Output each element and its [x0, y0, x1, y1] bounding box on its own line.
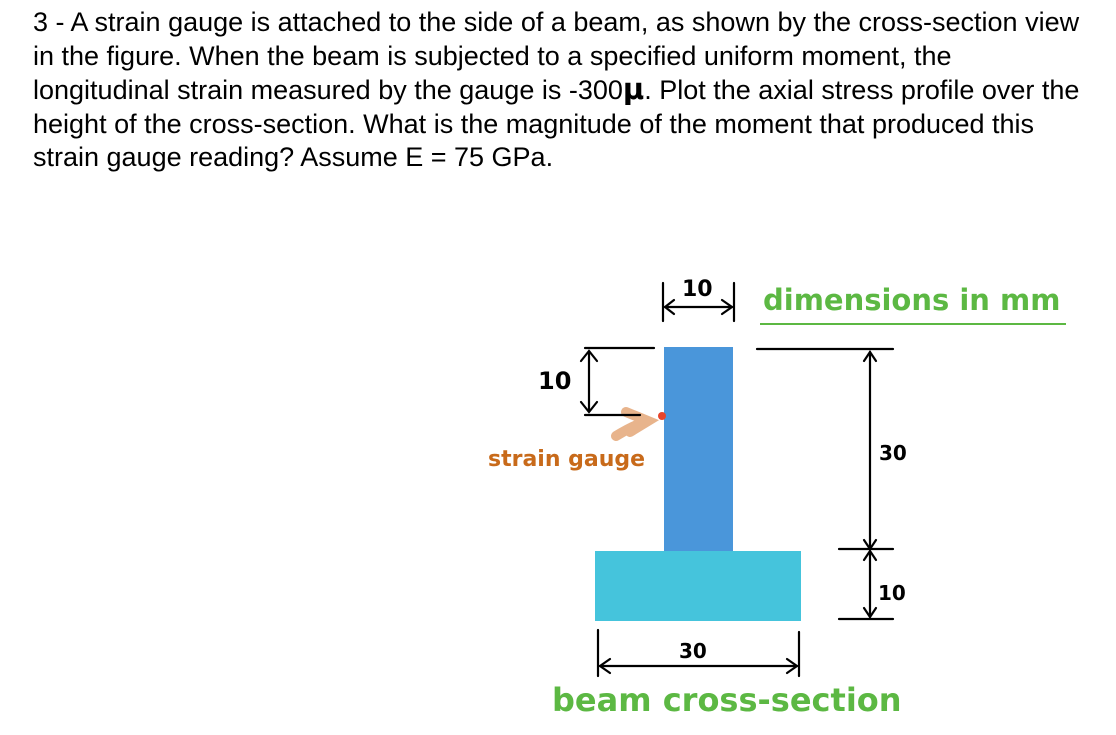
gauge-depth-dimension — [579, 349, 599, 414]
problem-text-part1: 3 - A strain gauge is attached to the si… — [33, 7, 1080, 106]
figure-caption: beam cross-section — [552, 681, 902, 719]
flange-height-dimension — [837, 549, 895, 621]
problem-text-part2: . Plot the axial stress profile over the… — [33, 75, 1080, 173]
flange-width-dimension — [596, 628, 801, 678]
problem-statement: 3 - A strain gauge is attached to the si… — [33, 6, 1093, 175]
gauge-depth-label: 10 — [538, 367, 571, 395]
strain-gauge-dot — [658, 412, 666, 420]
flange-width-label: 30 — [679, 639, 707, 663]
mu-symbol: μ — [622, 72, 645, 107]
web-width-label: 10 — [682, 277, 713, 302]
web-width-dimension — [661, 281, 736, 323]
units-note: dimensions in mm — [763, 283, 1060, 317]
beam-web — [664, 347, 733, 552]
flange-height-label: 10 — [878, 581, 906, 605]
web-height-label: 30 — [879, 441, 907, 465]
top-extension-lines — [583, 346, 895, 417]
beam-flange — [595, 551, 801, 621]
strain-gauge-label: strain gauge — [488, 447, 645, 472]
web-height-dimension — [837, 350, 895, 551]
